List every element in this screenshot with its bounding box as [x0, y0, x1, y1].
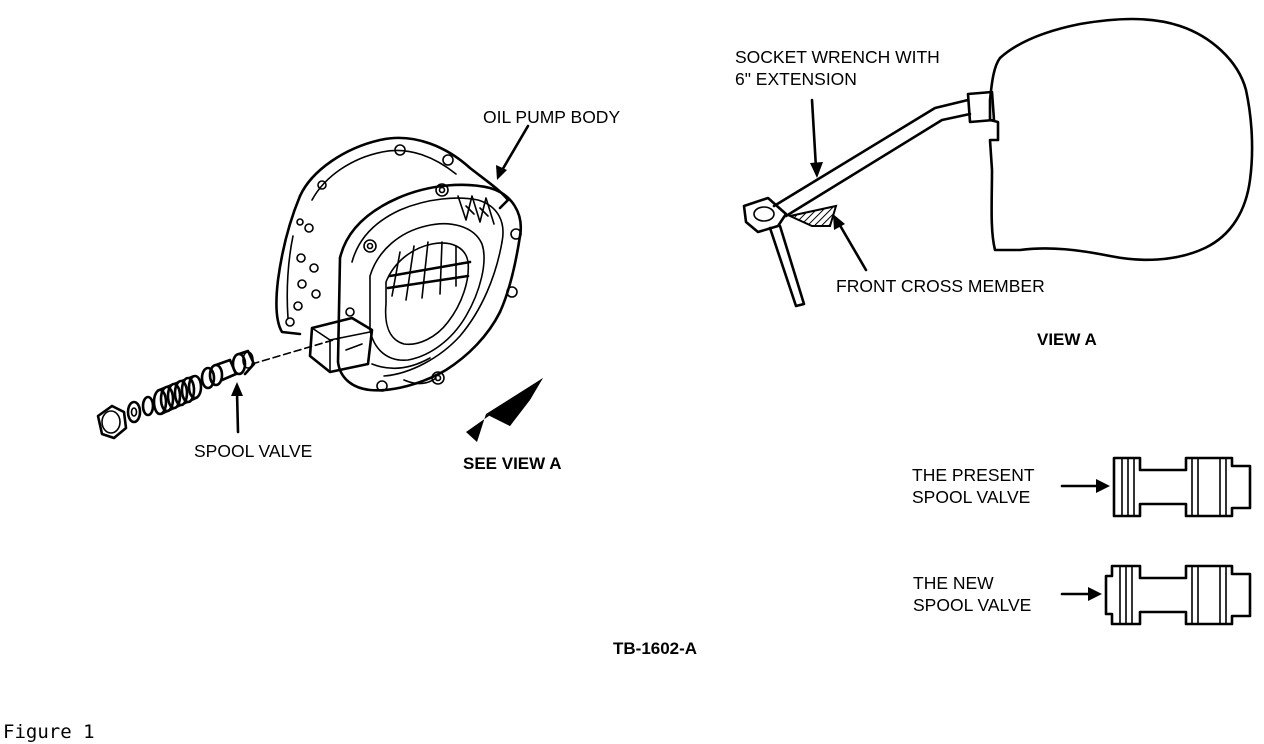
new-spool-valve-label-line1: THE NEW [913, 573, 994, 593]
front-cross-member [786, 204, 838, 227]
present-spool-valve-label-line1: THE PRESENT [912, 465, 1035, 485]
spool-valve-label: SPOOL VALVE [194, 441, 312, 461]
present-spool-valve-label-line2: SPOOL VALVE [912, 487, 1030, 507]
present-spool-valve-leader [1060, 479, 1110, 493]
spool-valve-parts [96, 349, 256, 440]
present-spool-valve-drawing [1112, 456, 1252, 518]
valve-axis-line [251, 337, 341, 365]
new-spool-valve-leader [1060, 587, 1102, 601]
oil-pump-body-leader [496, 124, 530, 180]
socket-wrench-label-line2: 6" EXTENSION [735, 69, 857, 89]
oil-pump-body-label: OIL PUMP BODY [483, 107, 620, 127]
view-a-label: VIEW A [1037, 330, 1097, 349]
figure-caption: Figure 1 [3, 721, 95, 743]
see-view-a-label: SEE VIEW A [463, 454, 562, 473]
socket-wrench-leader [810, 98, 823, 178]
spool-valve-leader [231, 382, 243, 434]
oil-pump-body-drawing [275, 136, 523, 392]
drawing-id-label: TB-1602-A [613, 639, 697, 658]
front-cross-member-label: FRONT CROSS MEMBER [836, 276, 1045, 296]
front-cross-member-leader [833, 214, 868, 272]
socket-wrench-label-line1: SOCKET WRENCH WITH [735, 47, 940, 67]
new-spool-valve-label-line2: SPOOL VALVE [913, 595, 1031, 615]
new-spool-valve-drawing [1104, 564, 1252, 626]
socket-wrench-drawing [742, 90, 996, 308]
transmission-case-outline [988, 17, 1254, 262]
